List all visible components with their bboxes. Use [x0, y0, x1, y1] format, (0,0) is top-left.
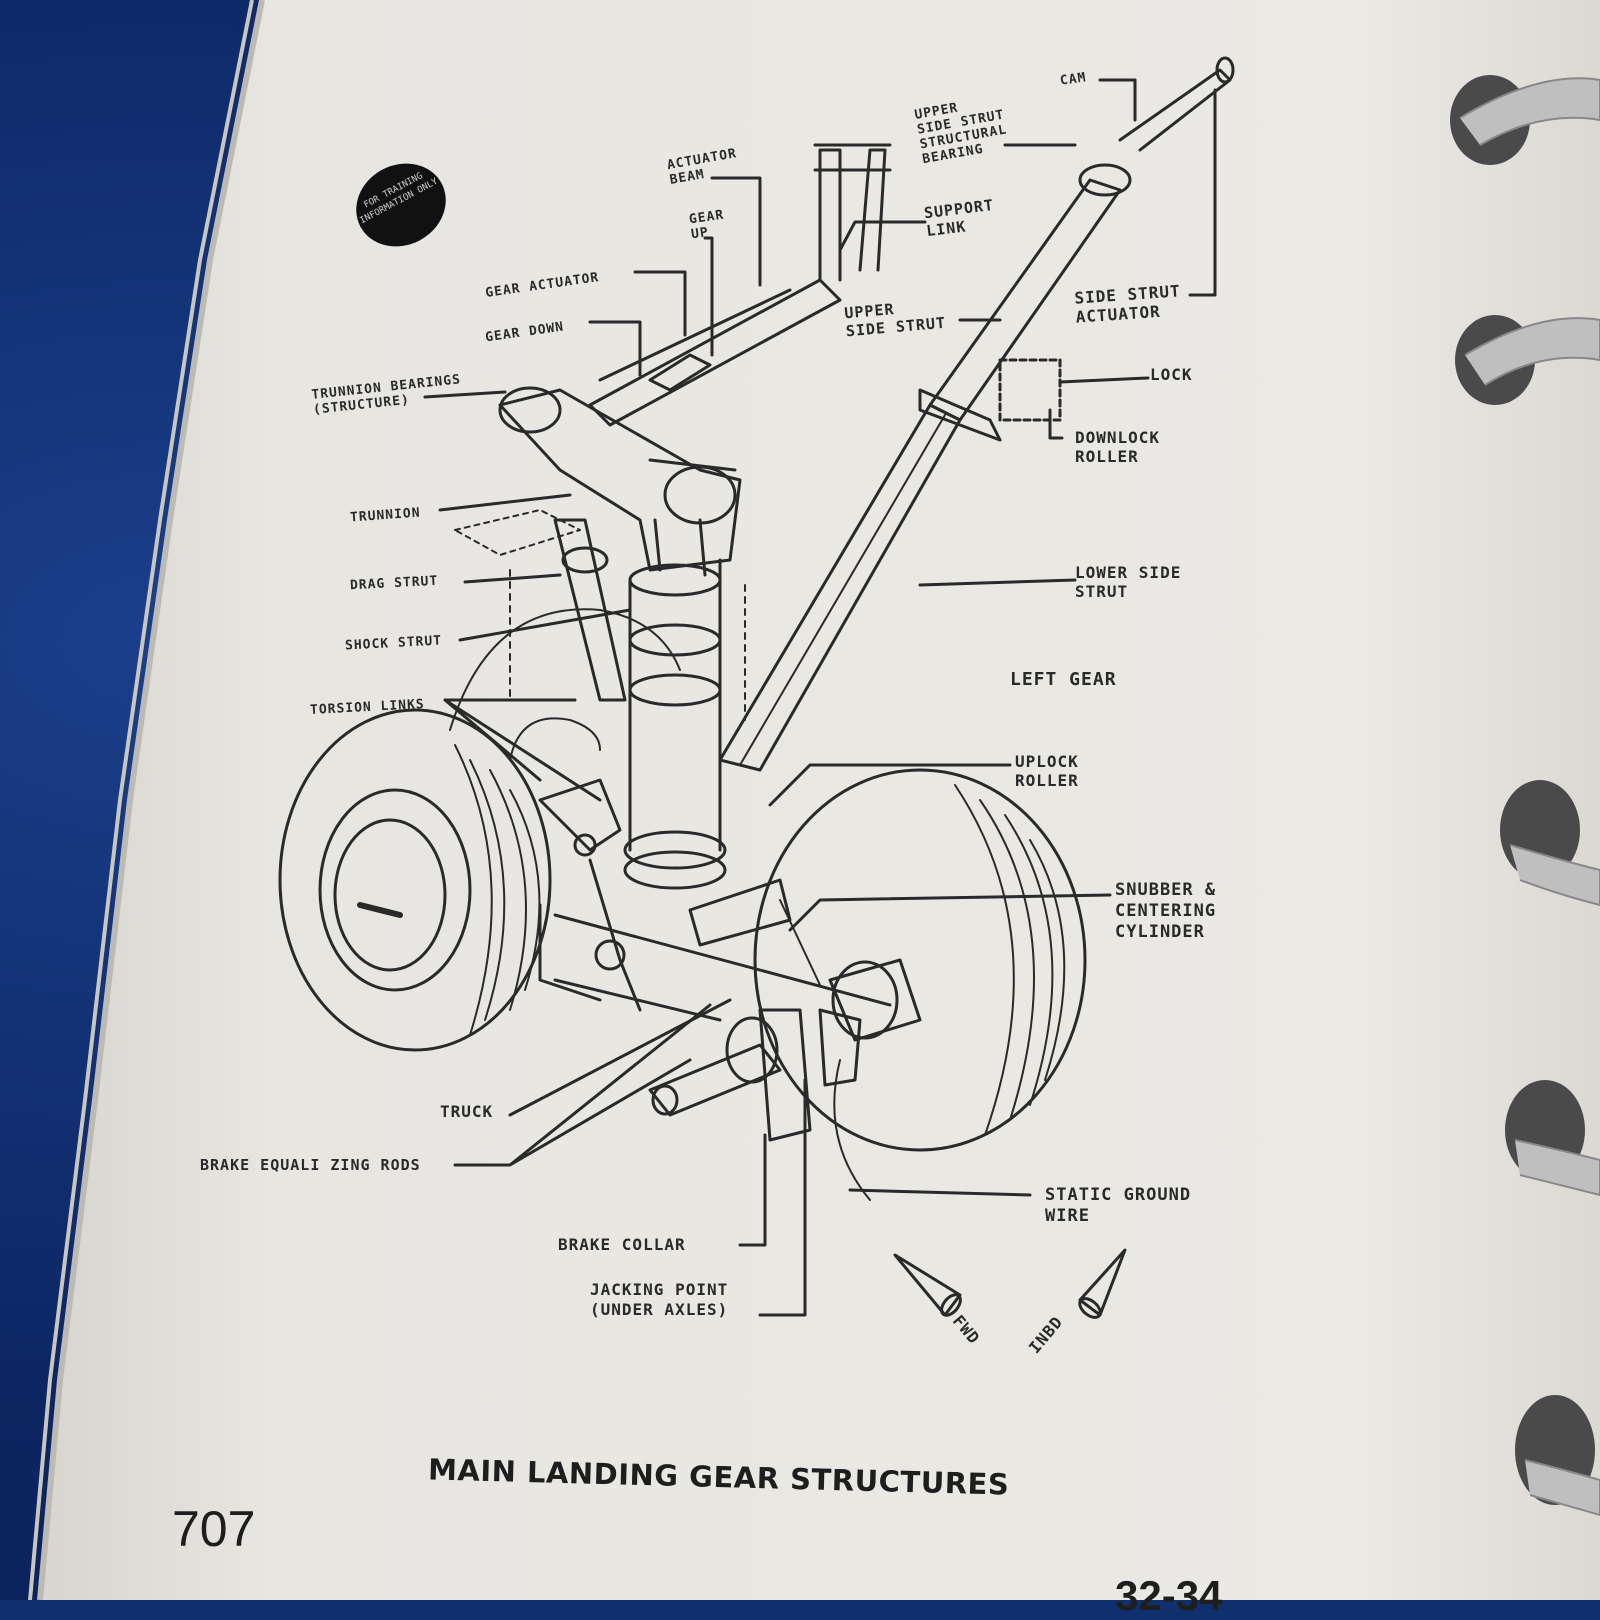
label-downlock-roller: DOWNLOCK ROLLER — [1075, 428, 1161, 466]
label-static-ground-wire: STATIC GROUND WIRE — [1045, 1185, 1192, 1226]
label-lock: LOCK — [1150, 365, 1193, 384]
label-brake-equalizing-rods: BRAKE EQUALI ZING RODS — [200, 1156, 421, 1174]
right-wheel — [753, 768, 1087, 1152]
left-wheel — [278, 708, 552, 1052]
label-uplock-roller: UPLOCK ROLLER — [1015, 752, 1079, 790]
label-snubber-centering-cylinder: SNUBBER & CENTERING CYLINDER — [1115, 880, 1217, 942]
label-lower-side-strut: LOWER SIDE STRUT — [1075, 563, 1182, 601]
label-gear-up: GEAR UP — [688, 207, 726, 243]
label-truck: TRUCK — [440, 1102, 494, 1121]
section-number: 32-34 — [1115, 1572, 1223, 1619]
label-side-strut-actuator: SIDE STRUT ACTUATOR — [1073, 281, 1182, 327]
binder-rings — [1450, 75, 1600, 1517]
paper-sheet — [40, 0, 1600, 1600]
label-brake-collar: BRAKE COLLAR — [558, 1235, 686, 1254]
label-left-gear: LEFT GEAR — [1010, 669, 1117, 690]
label-jacking-point: JACKING POINT (UNDER AXLES) — [590, 1280, 729, 1319]
page-number: 707 — [172, 1501, 256, 1557]
